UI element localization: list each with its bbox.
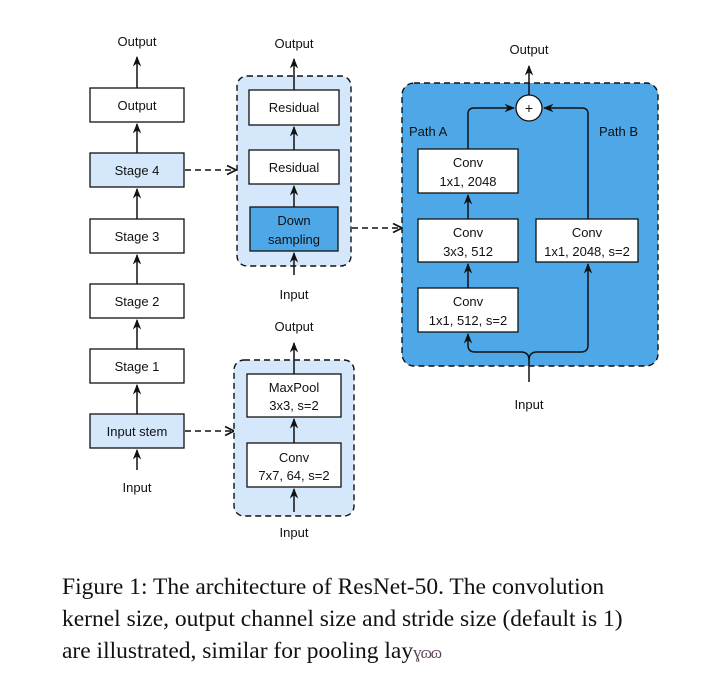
block-stage-2[interactable]: Stage 2	[89, 283, 185, 319]
block-label: Input stem	[107, 424, 168, 439]
block-label: Residual	[269, 100, 320, 115]
overview-column: Output Output Stage 4 Stage 3 Stage 2 St…	[89, 34, 185, 495]
block-label-line1: Conv	[453, 155, 484, 170]
block-label-line2: 3x3, s=2	[269, 398, 319, 413]
overview-input-label: Input	[123, 480, 152, 495]
block-label-line1: Conv	[453, 225, 484, 240]
block-label-line2: 1x1, 512, s=2	[429, 313, 507, 328]
block-label-line1: MaxPool	[269, 380, 320, 395]
block-conv-7x7[interactable]: Conv 7x7, 64, s=2	[246, 442, 342, 488]
figure-caption: Figure 1: The architecture of ResNet-50.…	[62, 571, 702, 669]
block-label: Stage 3	[115, 229, 160, 244]
path-a-to-add-arrow	[467, 103, 516, 149]
block-label: Stage 4	[115, 163, 160, 178]
block-label: Residual	[269, 160, 320, 175]
ds-input-label: Input	[515, 397, 544, 412]
block-conv-1x1-2048[interactable]: Conv 1x1, 2048	[417, 148, 519, 194]
add-node: +	[515, 94, 543, 122]
block-label: Output	[117, 98, 156, 113]
block-conv-1x1-2048-s2[interactable]: Conv 1x1, 2048, s=2	[535, 218, 639, 263]
stem-input-label: Input	[280, 525, 309, 540]
block-stage-1[interactable]: Stage 1	[89, 348, 185, 384]
block-residual-2[interactable]: Residual	[248, 149, 340, 185]
path-b-label: Path B	[599, 124, 638, 139]
resnet50-diagram: Output Output Stage 4 Stage 3 Stage 2 St…	[89, 34, 659, 540]
block-label: Stage 1	[115, 359, 160, 374]
input-to-path-b-arrow	[528, 262, 593, 361]
stem-output-label: Output	[274, 319, 313, 334]
block-output[interactable]: Output	[89, 87, 185, 123]
stem-detail: Output MaxPool 3x3, s=2 Conv 7x7, 64, s=…	[233, 319, 355, 540]
caption-garbled-tail: ɣɷɷ	[413, 643, 442, 662]
caption-line-3: are illustrated, similar for pooling lay…	[62, 635, 702, 669]
block-label-line2: 3x3, 512	[443, 244, 493, 259]
block-label-line2: 1x1, 2048, s=2	[544, 244, 630, 259]
block-label: Stage 2	[115, 294, 160, 309]
overview-output-label: Output	[117, 34, 156, 49]
path-b-to-add-arrow	[542, 103, 589, 219]
stage-input-label: Input	[280, 287, 309, 302]
stage-detail: Output Residual Residual Down sampling I…	[236, 36, 352, 302]
block-stage-3[interactable]: Stage 3	[89, 218, 185, 254]
block-maxpool[interactable]: MaxPool 3x3, s=2	[246, 373, 342, 418]
block-label-line2: 1x1, 2048	[439, 174, 496, 189]
stage-output-label: Output	[274, 36, 313, 51]
downsampling-detail: Output + Path A Path B Conv 1x1, 2048 Co…	[401, 42, 659, 412]
block-conv-3x3-512[interactable]: Conv 3x3, 512	[417, 218, 519, 263]
caption-line-2: kernel size, output channel size and str…	[62, 606, 623, 632]
block-label-line1: Conv	[453, 294, 484, 309]
input-to-path-a-arrow	[463, 332, 530, 382]
block-down-sampling[interactable]: Down sampling	[249, 206, 339, 252]
block-label-line2: 7x7, 64, s=2	[258, 468, 329, 483]
block-label-line1: Down	[277, 213, 310, 228]
caption-line-3-text: are illustrated, similar for pooling lay	[62, 638, 414, 664]
path-a-label: Path A	[409, 124, 448, 139]
block-stage-4[interactable]: Stage 4	[89, 152, 185, 188]
block-conv-1x1-512-s2[interactable]: Conv 1x1, 512, s=2	[417, 287, 519, 333]
block-input-stem[interactable]: Input stem	[89, 413, 185, 449]
block-label-line2: sampling	[268, 232, 320, 247]
plus-icon: +	[525, 100, 533, 116]
ds-output-label: Output	[509, 42, 548, 57]
block-label-line1: Conv	[279, 450, 310, 465]
caption-line-1: Figure 1: The architecture of ResNet-50.…	[62, 574, 605, 600]
block-residual-1[interactable]: Residual	[248, 89, 340, 126]
block-label-line1: Conv	[572, 225, 603, 240]
